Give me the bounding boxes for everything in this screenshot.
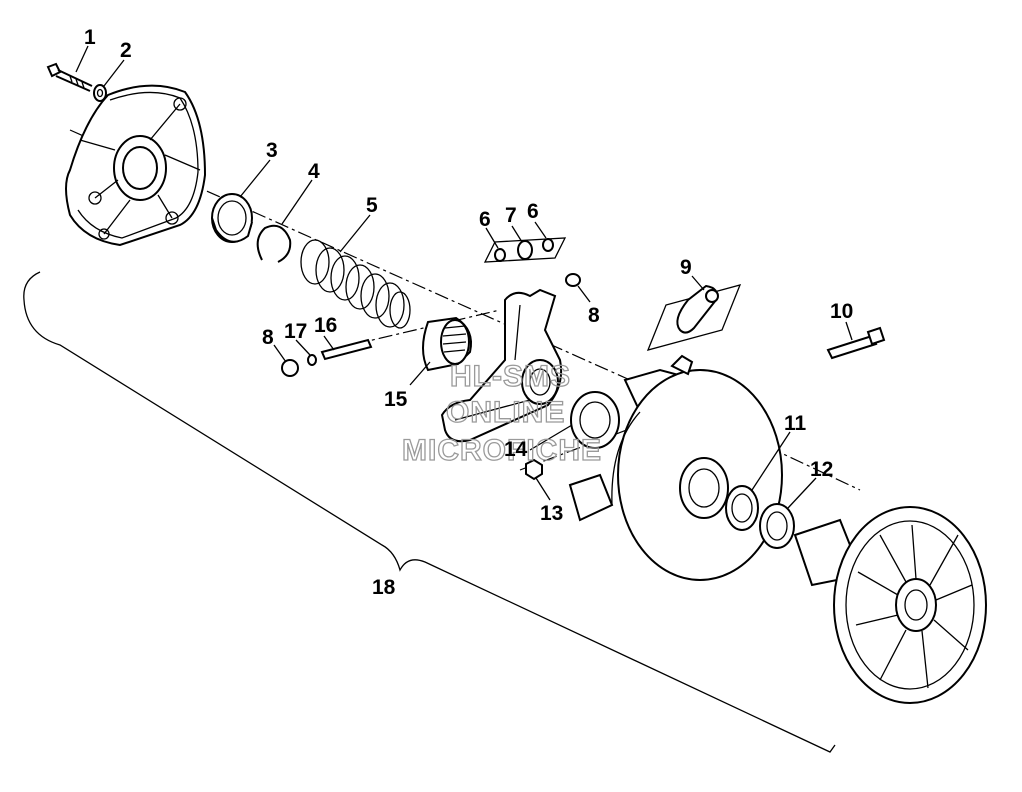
part-15-threaded-cup: [422, 316, 472, 372]
leader-8b: [273, 344, 287, 363]
callout-10: 10: [830, 300, 853, 323]
watermark: HL-SMS ONLINE MICROFICHE: [401, 359, 602, 467]
leader-6b: [534, 221, 547, 239]
part-9-weight: [646, 284, 742, 351]
leader-16: [323, 335, 335, 351]
part-1-bolt: [46, 62, 93, 92]
callout-8a: 8: [588, 304, 600, 327]
callout-4: 4: [308, 160, 320, 183]
part-5-spring: [300, 239, 411, 329]
callout-17: 17: [284, 320, 307, 343]
part-8-roller-right: [565, 273, 581, 287]
callout-13: 13: [540, 502, 563, 525]
callout-15: 15: [384, 388, 408, 411]
part-4-snap-ring: [256, 224, 292, 263]
part-3-bushing: [211, 193, 253, 243]
callout-14: 14: [504, 438, 528, 461]
watermark-line-3: MICROFICHE: [402, 434, 602, 467]
part-17-ring: [307, 354, 317, 366]
leader-11: [751, 431, 791, 491]
callout-11: 11: [784, 412, 807, 435]
watermark-line-2: ONLINE: [446, 396, 565, 429]
leader-17: [295, 339, 311, 356]
cover-spider-plate: [65, 84, 207, 247]
callout-3: 3: [266, 139, 278, 162]
callout-6a: 6: [479, 208, 491, 231]
callout-12: 12: [810, 458, 833, 481]
roller-arm: [440, 288, 563, 443]
callout-8b: 8: [262, 326, 274, 349]
leader-9: [691, 275, 705, 291]
part-12-seal: [759, 503, 795, 549]
part-10-pin: [826, 326, 886, 360]
callout-9: 9: [680, 256, 692, 279]
callout-1: 1: [84, 26, 96, 49]
moveable-sheave: [568, 354, 783, 581]
leader-6a: [485, 227, 499, 249]
leader-12: [787, 477, 817, 509]
watermark-line-1: HL-SMS: [450, 360, 571, 393]
leader-15: [409, 361, 431, 386]
leader-14: [529, 424, 573, 451]
part-16-pin: [320, 338, 373, 361]
part-14-washer: [570, 391, 620, 449]
leader-3: [239, 159, 271, 198]
leader-5: [339, 214, 371, 253]
callout-6b: 6: [527, 200, 539, 223]
leader-4: [281, 179, 313, 225]
leader-13: [535, 477, 551, 501]
leader-8a: [577, 285, 591, 303]
callout-2: 2: [120, 39, 132, 62]
callout-16: 16: [314, 314, 337, 337]
leader-10: [845, 321, 853, 341]
part-11-bushing: [725, 485, 759, 531]
leader-1: [75, 45, 89, 73]
fixed-sheave: [793, 506, 987, 704]
part-8-cap-left: [281, 359, 299, 377]
callout-18: 18: [372, 576, 396, 599]
callout-7: 7: [505, 204, 517, 227]
part-13-nut: [525, 458, 543, 481]
callout-5: 5: [366, 194, 378, 217]
leader-7: [511, 225, 523, 243]
part-2-washer: [93, 84, 107, 102]
leader-2: [103, 59, 125, 87]
part-6-7-roller-group: [483, 237, 567, 263]
assembly-bracket-18: [23, 271, 836, 753]
